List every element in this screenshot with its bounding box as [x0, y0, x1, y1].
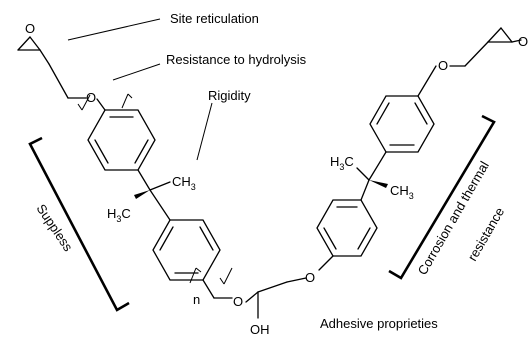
right-isopropylidene: [356, 151, 388, 188]
hydroxypropyl-linker: [213, 255, 334, 319]
label-corrosion-line1: Corrosion and thermal: [415, 159, 492, 278]
left-epoxide-group: [17, 36, 106, 111]
atom-oxygen-epoxide-right: O: [518, 34, 528, 49]
wedge-right: [369, 180, 388, 188]
label-resistance-hydrolysis: Resistance to hydrolysis: [166, 52, 307, 67]
leader-rigidity: [196, 102, 213, 161]
atom-oxygen-ether-left: O: [86, 90, 96, 105]
atom-oxygen-epoxide-left: O: [25, 21, 35, 36]
leader-resistance-hydrolysis: [112, 63, 161, 81]
repeat-bracket-bottom: [189, 267, 233, 285]
label-corrosion-line2: resistance: [465, 205, 508, 264]
label-site-reticulation: Site reticulation: [170, 11, 259, 26]
atom-h3c-right: H3C: [330, 154, 354, 172]
label-rigidity: Rigidity: [208, 88, 251, 103]
atom-h3c-left: H3C: [107, 206, 131, 224]
benzene-ring-left-lower: [152, 219, 221, 281]
benzene-ring-right-upper: [369, 95, 435, 153]
atom-hydroxyl: OH: [250, 322, 270, 337]
left-isopropylidene: [134, 169, 171, 221]
label-adhesive: Adhesive proprieties: [320, 316, 438, 331]
wedge-left: [134, 190, 150, 199]
atom-oxygen-linker-right: O: [305, 270, 315, 285]
bracket-corrosion: [388, 114, 496, 280]
atom-oxygen-ether-right: O: [438, 58, 448, 73]
leader-lines: [67, 18, 213, 161]
benzene-ring-right-lower: [316, 199, 378, 257]
label-suppless: Suppless: [34, 201, 77, 254]
atom-oxygen-linker-left: O: [233, 294, 243, 309]
repeat-index-n: n: [193, 292, 200, 307]
leader-site-reticulation: [67, 18, 161, 41]
atom-ch3-left-right: CH3: [172, 174, 196, 192]
right-epoxide-group: [417, 27, 522, 97]
repeat-bracket-top: [77, 94, 91, 111]
benzene-ring-left-upper: [87, 109, 156, 171]
bracket-suppless: [28, 136, 130, 312]
atom-ch3-right: CH3: [390, 183, 414, 201]
